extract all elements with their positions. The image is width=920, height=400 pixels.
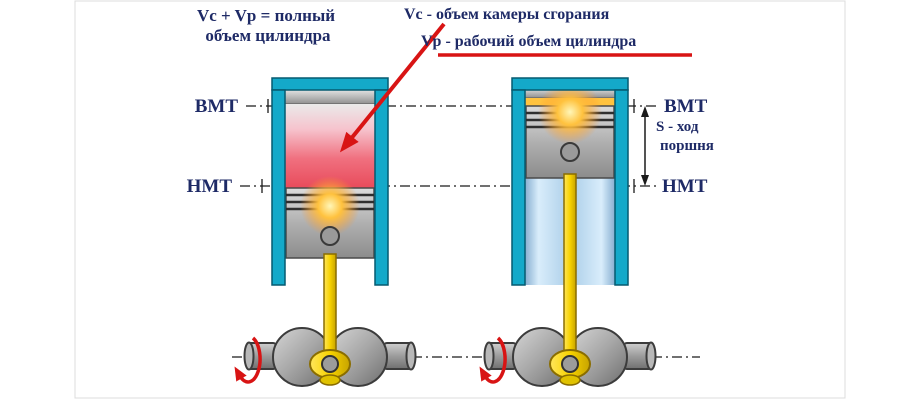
stroke-label-line2: поршня [660, 138, 714, 154]
crankshaft [483, 327, 657, 387]
right-cylinder-assembly [483, 77, 657, 387]
tdc-label-left: ВМТ [195, 96, 239, 117]
wrist-pin [320, 226, 340, 246]
left-cylinder-assembly [243, 77, 417, 387]
piston [285, 176, 375, 259]
crank-pin [321, 355, 339, 373]
rod-stem [563, 173, 577, 359]
bdc-label-right: НМТ [662, 176, 708, 197]
red-annotations [234, 22, 692, 384]
dimension-arrow-down [641, 175, 649, 186]
formula-line2: объем цилиндра [205, 26, 331, 45]
formula-line1: Vc + Vp = полный [197, 6, 335, 25]
dimension-arrow-up [641, 106, 649, 117]
wrist-pin [560, 142, 580, 162]
vc-definition: Vc - объем камеры сгорания [404, 6, 610, 23]
shaft-end [405, 341, 417, 371]
connecting-rod [549, 173, 591, 386]
tdc-label-right: ВМТ [664, 96, 708, 117]
rod-cap [559, 374, 581, 386]
bdc-label-left: НМТ [187, 176, 233, 197]
combustion-volume [285, 104, 375, 188]
rotation-arrow-right [479, 336, 507, 384]
cylinder-walls [271, 77, 389, 286]
rod-cap [319, 374, 341, 386]
combustion-glow [538, 80, 602, 144]
labels: Vc + Vp = полный объем цилиндра Vc - объ… [187, 6, 714, 197]
stroke-label-line1: S - ход [656, 119, 699, 135]
vc-pointer-arrow [339, 22, 446, 153]
connecting-rod [309, 253, 351, 386]
cylinder-head [284, 89, 376, 105]
cylinder-walls [511, 77, 629, 286]
stroke-dimension [641, 106, 649, 186]
image-border [74, 0, 846, 399]
shaft-end [243, 341, 255, 371]
shaft-end [483, 341, 495, 371]
rod-stem [323, 253, 337, 359]
crank-pin [561, 355, 579, 373]
piston-heat-glow [300, 176, 360, 236]
piston [525, 80, 615, 179]
shaft-end [645, 341, 657, 371]
rotation-arrow-left [234, 336, 262, 384]
vp-definition: Vp - рабочий объем цилиндра [421, 33, 636, 50]
